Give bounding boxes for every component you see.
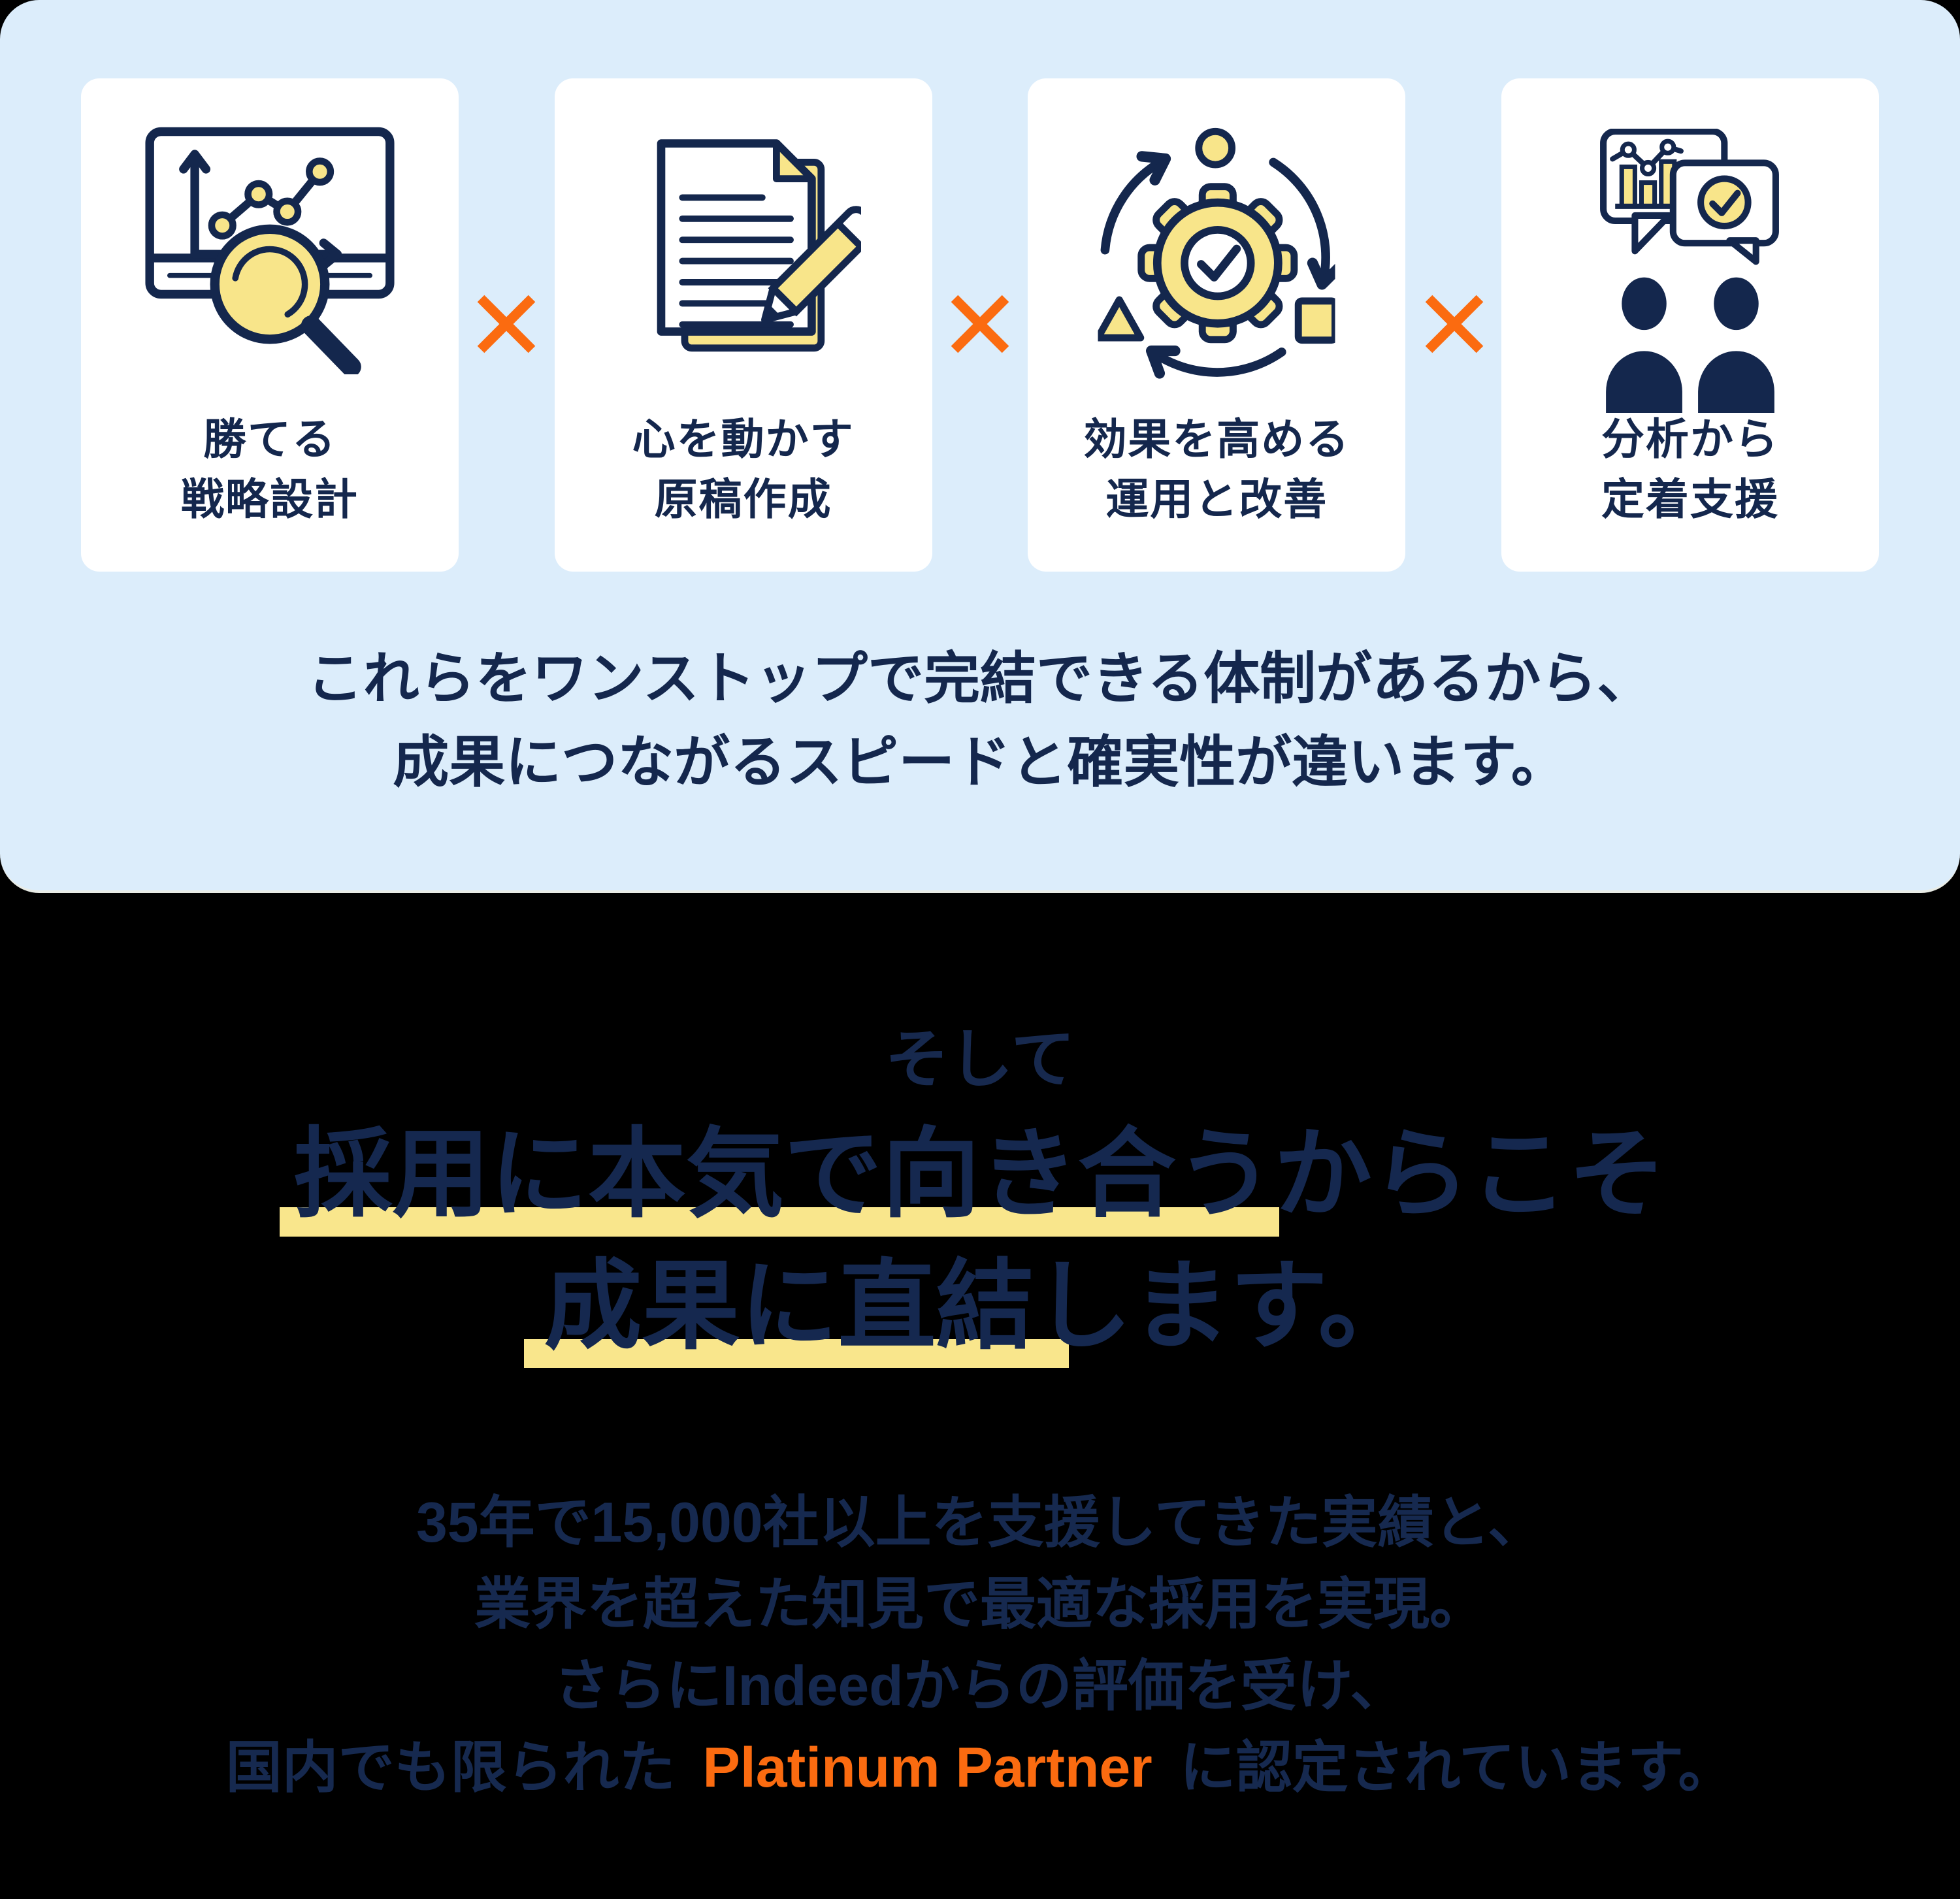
card-label-line: 戦略設計 (181, 475, 359, 523)
multiply-icon (475, 293, 538, 355)
summary-line: 成果につながるスピードと確実性が違います。 (393, 731, 1567, 794)
onestop-panel: 勝てる 戦略設計 (0, 0, 1960, 893)
headline-line: 成果に直結します。 (544, 1251, 1416, 1361)
card-label-line: 運用と改善 (1105, 475, 1328, 523)
pillar-cards-row: 勝てる 戦略設計 (81, 78, 1879, 572)
statement-headline: 採用に本気で向き合うからこそ 成果に直結します。 (0, 1108, 1960, 1372)
card-label-line: 勝てる (203, 415, 336, 463)
result-paragraph: 35年で15,000社以上を支援してきた実績と、 業界を超えた知見で最適な採用を… (0, 1482, 1960, 1809)
card-label: 効果を高める 運用と改善 (1028, 409, 1405, 529)
multiply-icon (949, 293, 1011, 355)
analysis-retention-icon (1598, 129, 1782, 413)
onestop-summary: これらをワンストップで完結できる体制があるから、 成果につながるスピードと確実性… (0, 637, 1960, 804)
card-label-line: 定着支援 (1601, 475, 1779, 523)
card-label: 分析から 定着支援 (1501, 409, 1879, 529)
summary-line: これらをワンストップで完結できる体制があるから、 (306, 647, 1654, 710)
operation-improvement-icon (1098, 127, 1335, 383)
paragraph-segment: に認定されています。 (1164, 1736, 1735, 1799)
paragraph-line: 35年で15,000社以上を支援してきた実績と、 (416, 1491, 1544, 1554)
pillar-card-operation: 効果を高める 運用と改善 (1028, 78, 1406, 572)
card-label: 心を動かす 原稿作成 (555, 409, 932, 529)
headline-highlight-bar (524, 1339, 1069, 1368)
pillar-card-strategy: 勝てる 戦略設計 (81, 78, 459, 572)
headline-line: 採用に本気で向き合うからこそ (293, 1119, 1666, 1229)
card-label: 勝てる 戦略設計 (81, 409, 459, 529)
card-label-line: 分析から (1601, 415, 1779, 463)
document-writing-icon (626, 129, 861, 365)
headline-highlight-bar (280, 1207, 1279, 1237)
platinum-partner-emphasis: Platinum Partner (702, 1736, 1152, 1799)
pillar-card-retention: 分析から 定着支援 (1501, 78, 1879, 572)
card-label-line: 心を動かす (632, 415, 855, 463)
pillar-card-copywriting: 心を動かす 原稿作成 (554, 78, 932, 572)
strategy-analysis-icon (137, 124, 402, 374)
paragraph-segment: 国内でも限られた (225, 1736, 691, 1799)
multiply-icon (1423, 293, 1486, 355)
card-label-line: 効果を高める (1083, 415, 1350, 463)
paragraph-line: さらにIndeedからの評価を受け、 (553, 1655, 1407, 1717)
card-label-line: 原稿作成 (654, 475, 832, 523)
paragraph-line: 業界を超えた知見で最適な採用を実現。 (474, 1573, 1486, 1636)
lead-in-text: そして (885, 1023, 1075, 1095)
paragraph-line: 国内でも限られた Platinum Partner に認定されています。 (0, 1727, 1960, 1809)
